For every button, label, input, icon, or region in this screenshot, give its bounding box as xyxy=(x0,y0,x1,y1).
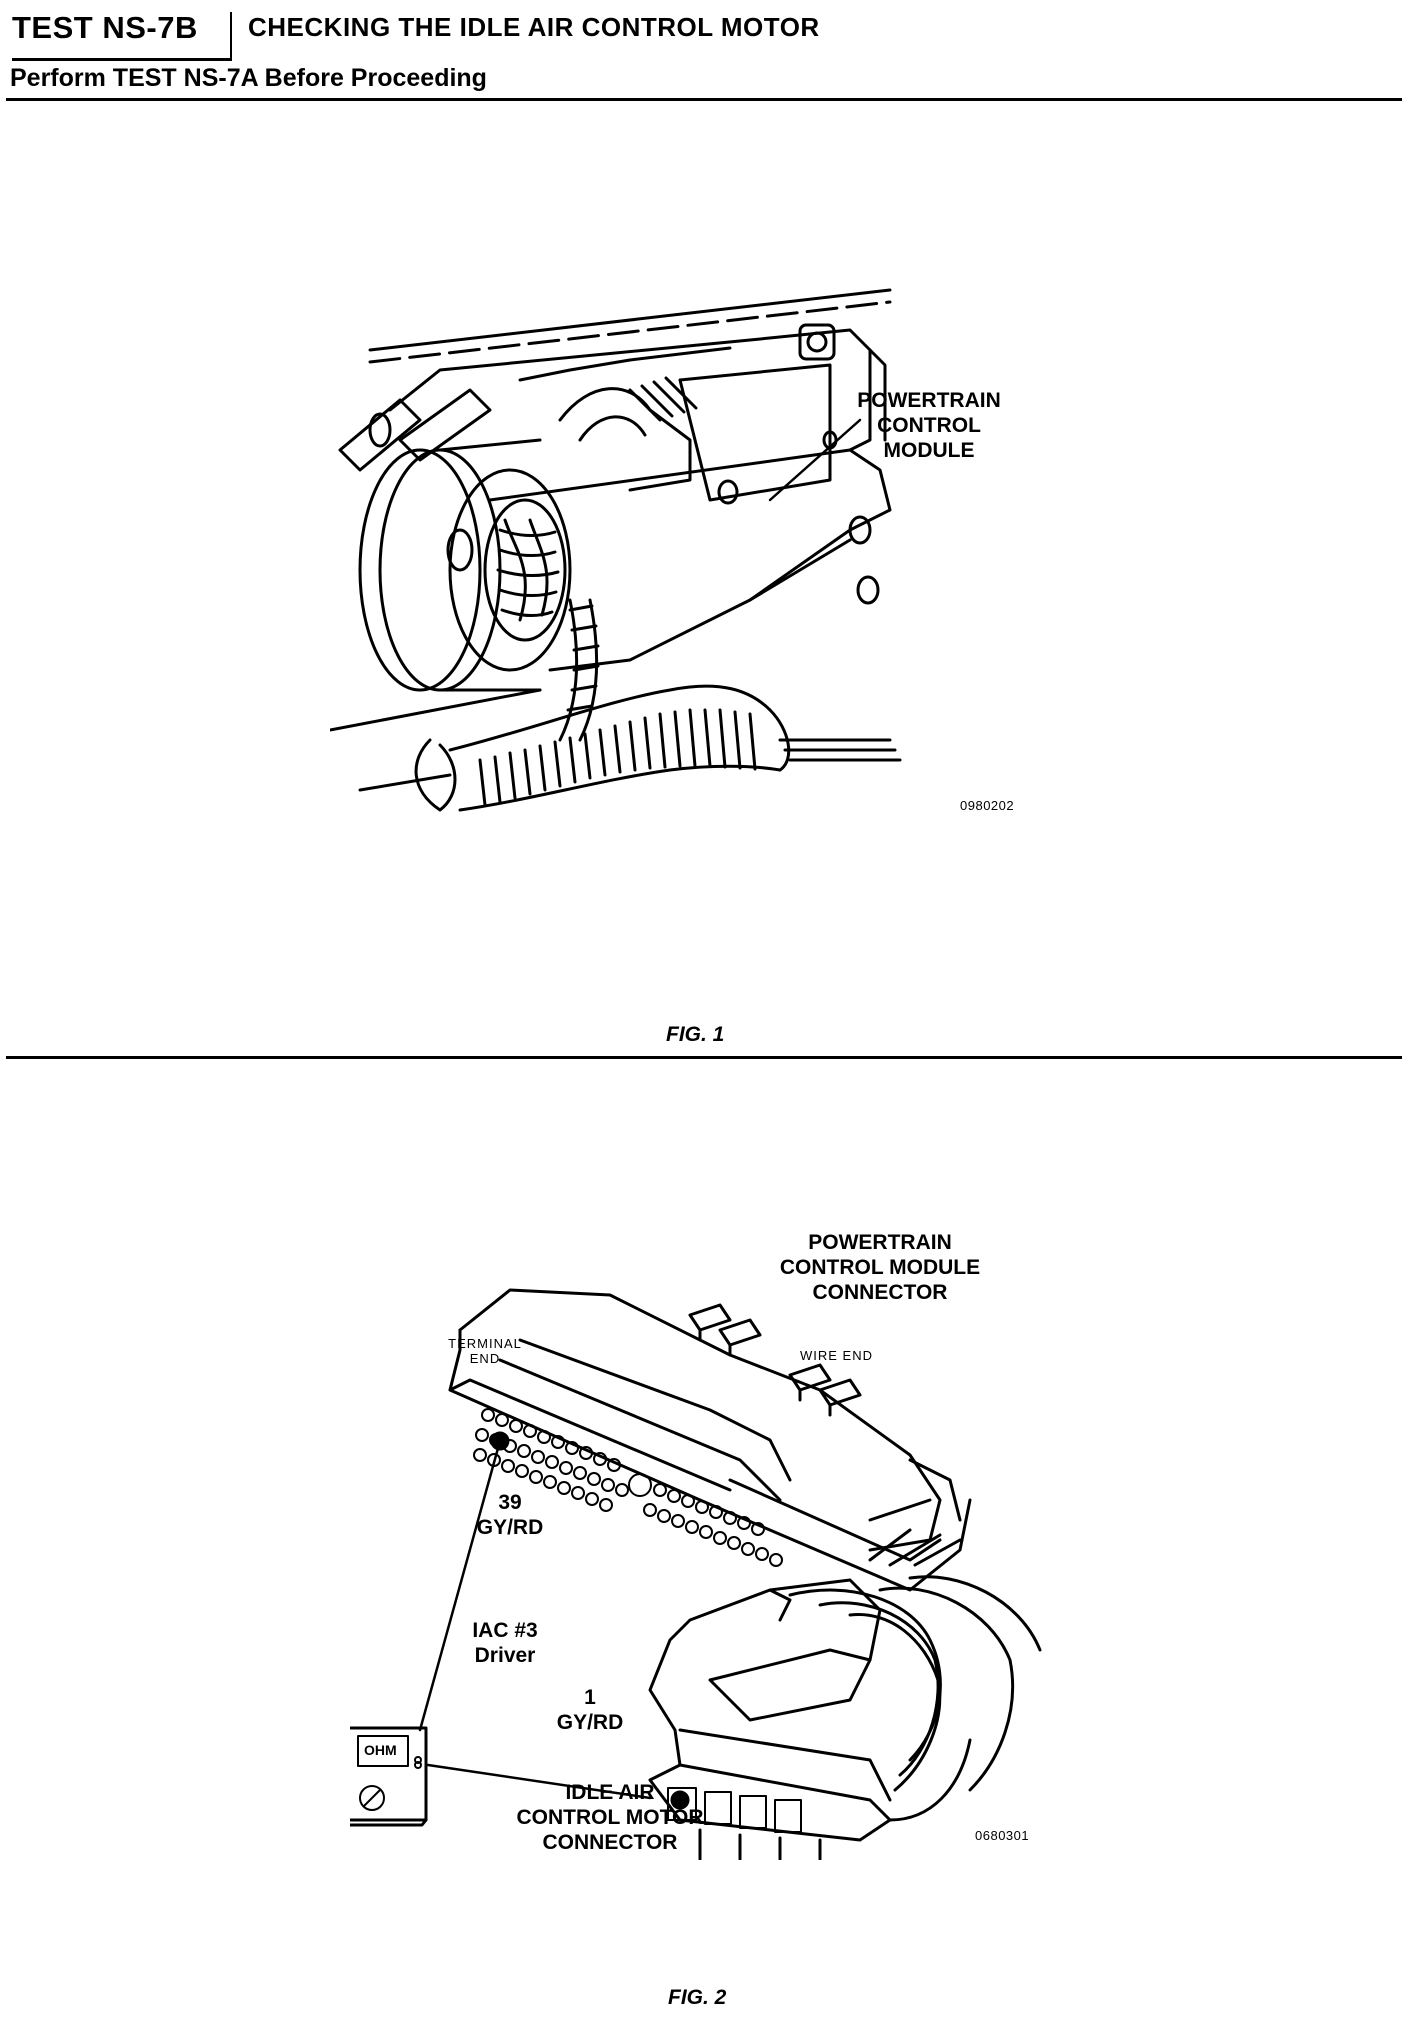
figure-2: POWERTRAIN CONTROL MODULE CONNECTOR TERM… xyxy=(338,1231,1070,1862)
pin-1-probe-point xyxy=(670,1790,690,1810)
title-divider xyxy=(230,12,232,58)
test-id: TEST NS-7B xyxy=(12,10,198,45)
figure-1-caption: FIG. 1 xyxy=(666,1023,725,1046)
header: TEST NS-7B CHECKING THE IDLE AIR CONTROL… xyxy=(6,8,1402,61)
figure-1-code: 0980202 xyxy=(960,798,1015,813)
pin-1-label: 1 GY/RD xyxy=(556,1686,624,1734)
pcm-label: POWERTRAIN CONTROL MODULE xyxy=(857,389,1001,462)
wire-end-label: WIRE END xyxy=(800,1348,873,1363)
figure-2-code: 0680301 xyxy=(975,1828,1030,1843)
iac-driver-label: IAC #3 Driver xyxy=(472,1619,538,1667)
test-id-underline xyxy=(12,58,232,61)
subtitle: Perform TEST NS-7A Before Proceeding xyxy=(10,64,487,92)
figure-1: POWERTRAIN CONTROL MODULE 0980202 xyxy=(328,270,1090,830)
test-title: CHECKING THE IDLE AIR CONTROL MOTOR xyxy=(248,12,820,42)
pin-39-label: 39 GY/RD xyxy=(476,1491,544,1539)
connector-test-illustration xyxy=(338,1288,1042,1862)
pcm-connector-label: POWERTRAIN CONTROL MODULE CONNECTOR xyxy=(779,1231,981,1304)
meter-display: OHM xyxy=(364,1742,397,1758)
iac-connector-label: IDLE AIR CONTROL MOTOR CONNECTOR xyxy=(516,1781,704,1854)
terminal-end-label: TERMINAL END xyxy=(448,1336,522,1366)
header-rule xyxy=(6,98,1402,101)
figure-2-caption: FIG. 2 xyxy=(668,1986,727,2009)
figure-divider xyxy=(6,1056,1402,1059)
pcm-engine-bay-illustration xyxy=(328,288,902,812)
